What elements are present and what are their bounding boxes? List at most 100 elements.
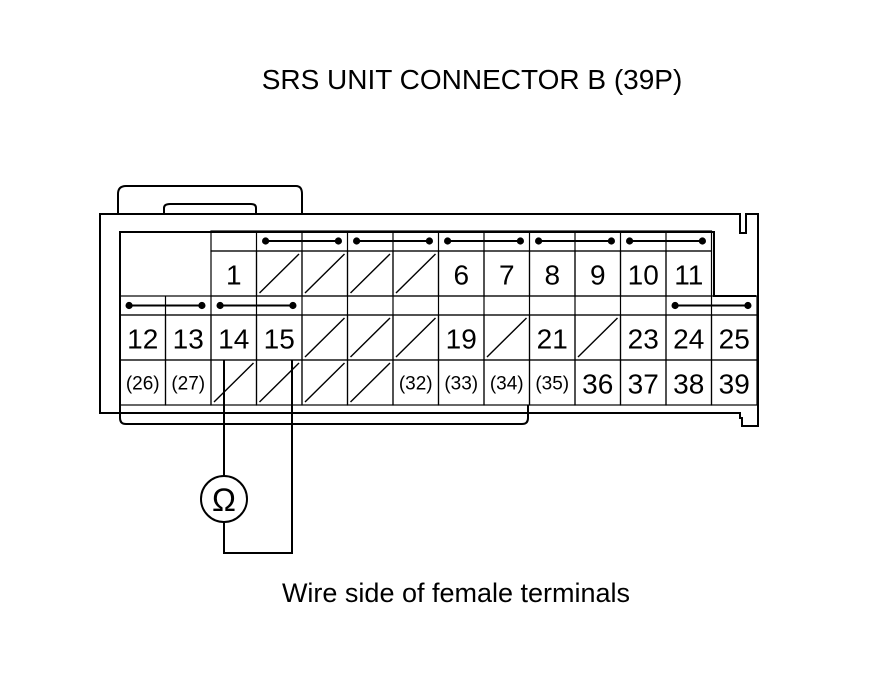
shorting-bar <box>262 237 342 245</box>
terminal-cell <box>301 250 349 297</box>
terminal-cell: (32) <box>392 359 440 406</box>
terminal-cell <box>301 314 349 361</box>
terminal-cell: 9 <box>574 250 622 297</box>
terminal-number: (32) <box>399 374 433 395</box>
terminal-cell <box>255 359 303 406</box>
terminal-number: 12 <box>127 324 158 355</box>
diagram-title: SRS UNIT CONNECTOR B (39P) <box>261 64 683 95</box>
unused-terminal-slash <box>350 317 391 358</box>
terminal-number: 8 <box>544 260 560 291</box>
terminal-number: 15 <box>264 324 295 355</box>
unused-terminal-slash <box>350 362 391 403</box>
terminal-number: 24 <box>673 324 704 355</box>
shorting-bar <box>216 301 297 310</box>
unused-terminal-slash <box>395 253 436 294</box>
terminal-cell: 37 <box>619 359 667 406</box>
unused-terminal-slash <box>213 362 254 403</box>
terminal-cell: 38 <box>665 359 713 406</box>
ohm-symbol-icon: Ω <box>212 482 236 518</box>
connector-housing <box>99 213 759 427</box>
terminal-cell: (35) <box>528 359 576 406</box>
terminal-number: 13 <box>173 324 204 355</box>
terminal-number: (26) <box>126 374 160 395</box>
terminal-cell: 13 <box>164 314 212 361</box>
terminal-number: (33) <box>444 374 478 395</box>
shorting-bars <box>125 237 752 310</box>
unused-terminal-slash <box>350 253 391 294</box>
unused-terminal-slash <box>304 317 345 358</box>
terminal-cell: 21 <box>528 314 576 361</box>
terminal-cell: 1 <box>210 250 258 297</box>
terminal-number: 37 <box>628 369 659 400</box>
shorting-bar <box>626 237 707 245</box>
terminal-number: 23 <box>628 324 659 355</box>
terminal-cell: 15 <box>255 314 303 361</box>
terminal-cell <box>392 314 440 361</box>
unused-terminal-slash <box>486 317 527 358</box>
ohmmeter <box>200 360 293 554</box>
terminal-cell: 8 <box>528 250 576 297</box>
ohmmeter-body <box>200 475 248 523</box>
terminal-cell: (26) <box>119 359 167 406</box>
terminal-number: 19 <box>446 324 477 355</box>
terminal-number: 1 <box>226 260 242 291</box>
terminal-cell: 36 <box>574 359 622 406</box>
terminal-number: 11 <box>674 260 703 291</box>
terminal-cell: 6 <box>437 250 485 297</box>
terminal-cell <box>346 359 394 406</box>
terminal-cell: 14 <box>210 314 258 361</box>
terminal-number: 14 <box>218 324 249 355</box>
terminal-cell: 12 <box>119 314 167 361</box>
terminal-cell <box>210 359 258 406</box>
terminal-number: 9 <box>590 260 606 291</box>
terminal-cell <box>301 359 349 406</box>
terminal-cell: 39 <box>710 359 758 406</box>
unused-terminal-slash <box>304 362 345 403</box>
terminal-cell <box>255 250 303 297</box>
terminal-number: (35) <box>535 374 569 395</box>
unused-terminal-slash <box>577 317 618 358</box>
terminal-number: 7 <box>499 260 515 291</box>
terminal-cell: 10 <box>619 250 667 297</box>
terminal-cell: 11 <box>665 250 713 297</box>
terminal-number: 38 <box>673 369 704 400</box>
shorting-bar <box>353 237 433 245</box>
terminal-number: 36 <box>582 369 613 400</box>
terminal-cell <box>346 250 394 297</box>
connector-lock-tab <box>117 185 303 214</box>
terminal-cell: (34) <box>483 359 531 406</box>
unused-terminal-slash <box>395 317 436 358</box>
test-lead-left <box>223 360 293 554</box>
diagram-caption: Wire side of female terminals <box>281 578 631 608</box>
terminal-number: 39 <box>719 369 750 400</box>
connector-bottom-ridge <box>119 405 529 425</box>
terminal-cell <box>483 314 531 361</box>
terminal-cell: 7 <box>483 250 531 297</box>
terminal-number: (34) <box>490 374 524 395</box>
terminal-cell <box>392 250 440 297</box>
terminal-cell: (27) <box>164 359 212 406</box>
shorting-bar <box>671 301 752 310</box>
terminal-number: 21 <box>537 324 568 355</box>
shorting-bar <box>125 301 206 310</box>
terminal-number: 25 <box>719 324 750 355</box>
terminal-cell: 24 <box>665 314 713 361</box>
terminal-number: 6 <box>453 260 469 291</box>
terminal-number: (27) <box>171 374 205 395</box>
connector-lock-slot <box>163 203 257 214</box>
terminal-cell: 23 <box>619 314 667 361</box>
terminal-cell: (33) <box>437 359 485 406</box>
terminal-cell <box>574 314 622 361</box>
terminal-cell <box>346 314 394 361</box>
unused-terminal-slash <box>259 253 300 294</box>
unused-terminal-slash <box>304 253 345 294</box>
terminal-cell: 19 <box>437 314 485 361</box>
shorting-bar <box>444 237 525 245</box>
unused-terminal-slash <box>259 362 300 403</box>
shorting-bar <box>535 237 616 245</box>
terminal-cell: 25 <box>710 314 758 361</box>
terminal-number: 10 <box>628 260 659 291</box>
